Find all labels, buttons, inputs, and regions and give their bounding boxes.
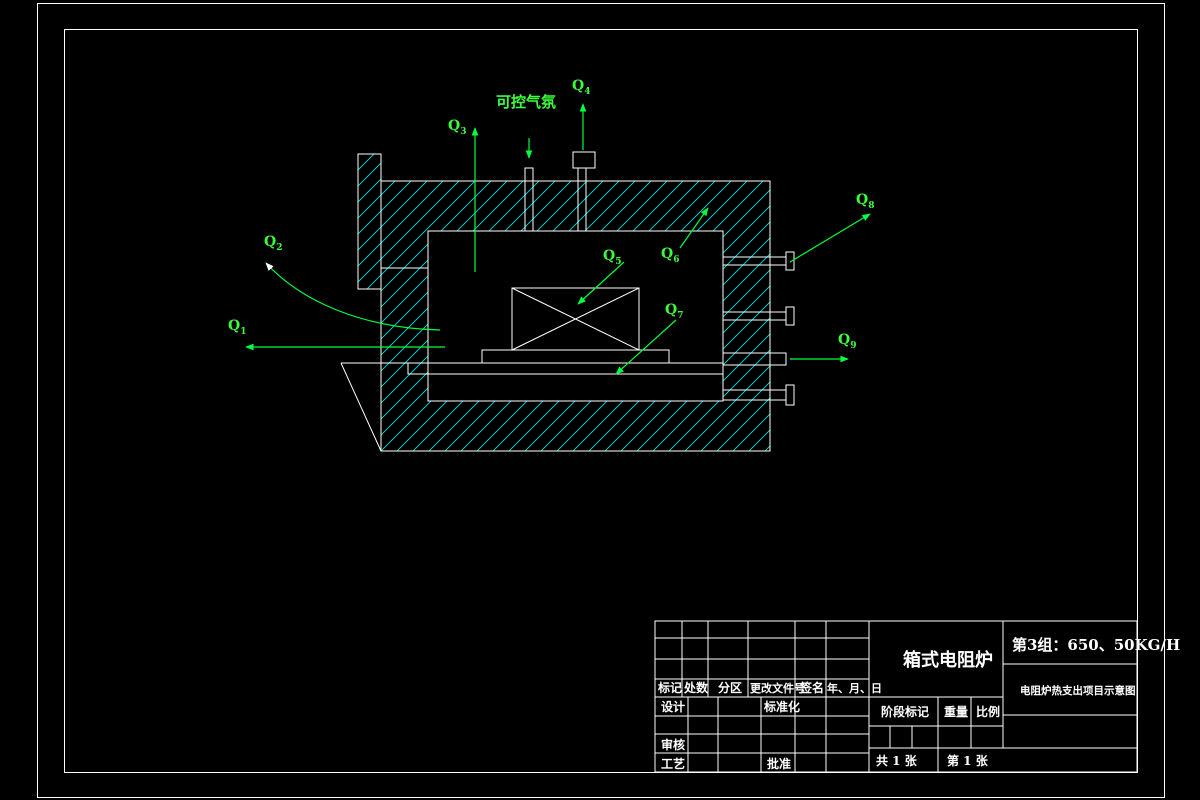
q8-arrow [789,213,871,263]
header-date: 年、月、日 [827,681,882,695]
furnace-wall [380,180,771,452]
row-process: 工艺 [661,756,685,771]
header-count: 处数 [683,680,709,695]
inner-frame [64,29,1138,773]
hearth-plate [407,362,724,375]
row-approve: 批准 [767,756,791,771]
header-mark: 标记 [657,680,682,695]
workpiece [511,287,640,351]
row-standardize: 标准化 [763,699,800,714]
q5-arrow [577,261,625,305]
q6-arrow [679,207,709,249]
atmosphere-inlet-pipe [524,167,534,232]
weight-label: 重量 [944,704,968,719]
heat-flows [245,103,871,375]
header-change-doc: 更改文件号 [750,681,805,695]
q6-label: Q6 [661,246,679,265]
atmosphere-label: 可控气氛 [496,93,556,111]
electrode-terminals [723,251,795,406]
q4-label: Q4 [572,78,590,97]
q2-label: Q2 [264,234,282,253]
q7-arrow [615,319,677,375]
q8-label: Q8 [856,192,874,211]
row-design: 设计 [661,699,685,714]
header-zone: 分区 [718,680,742,695]
header-signature: 签名 [799,680,824,695]
q5-label: Q5 [603,248,621,267]
exhaust-cap [572,151,596,169]
total-sheets: 共 1 张 [876,753,918,768]
q9-label: Q9 [838,332,856,351]
q3-label: Q3 [448,118,466,137]
sheet-number: 第 1 张 [947,753,989,768]
stage-mark: 阶段标记 [881,704,929,719]
q2-arrow [265,262,441,331]
row-review: 审核 [661,737,685,752]
furnace-door [357,153,382,290]
front-base [340,362,382,452]
title-block: 标记 处数 分区 更改文件号 签名 年、月、日 设计 标准化 审核 工艺 批准 … [654,620,1180,773]
q7-label: Q7 [665,302,683,321]
furnace [340,151,795,452]
drawing-subtitle: 电阻炉热支出项目示意图 [1020,684,1136,697]
scale-label: 比例 [976,704,1000,719]
heat-labels: 可控气氛 Q1 Q2 Q3 Q4 Q5 Q6 Q7 Q8 Q9 [228,78,874,351]
q1-label: Q1 [228,318,246,337]
outer-frame [37,3,1165,798]
main-title: 箱式电阻炉 [903,649,993,671]
group-label: 第3组：650、50KG/H [1012,636,1180,654]
